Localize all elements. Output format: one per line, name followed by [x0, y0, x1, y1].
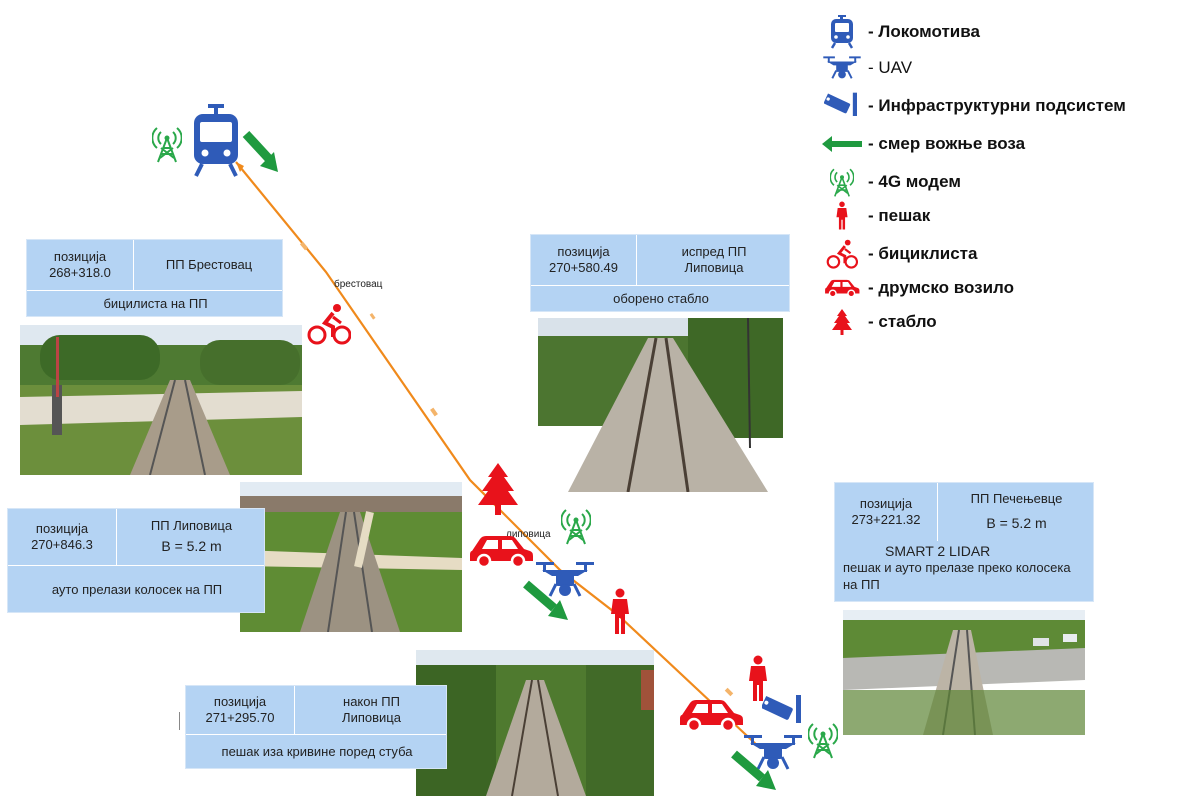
train-icon — [822, 15, 862, 49]
antenna-icon — [822, 165, 862, 199]
legend-item-pedestrian: - пешак — [822, 198, 930, 234]
legend-item-direction: - смер вожње воза — [822, 126, 1025, 162]
info-card-lipovica: позиција 270+846.3 ПП Липовица B = 5.2 m… — [7, 508, 265, 613]
position-value: 273+221.32 — [851, 512, 921, 527]
legend-item-locomotive: - Локомотива — [822, 14, 980, 50]
map-label-lipovica: липовица — [506, 529, 551, 540]
place-cell: испред ПП Липовица — [637, 235, 791, 285]
antenna-map-icon-start — [152, 124, 182, 164]
legend-item-cyclist: - бициклиста — [822, 236, 977, 272]
map-label-brestovac: брестовац — [334, 279, 383, 290]
antenna-map-icon-end — [808, 720, 838, 760]
position-label: позиција — [859, 495, 913, 511]
position-value: 268+318.0 — [49, 265, 111, 280]
drone-map-icon-1 — [534, 560, 596, 600]
pedestrian-map-icon-2 — [745, 655, 771, 703]
legend-item-uav: - UAV — [822, 50, 912, 86]
info-card-pecenjevce: позиција 273+221.32 ПП Печењевце B = 5.2… — [834, 482, 1094, 602]
place-cell: ПП Печењевце B = 5.2 m — [938, 483, 1095, 541]
photo-lipovica-fallen-tree — [538, 318, 783, 492]
legend-label-locomotive: - Локомотива — [868, 22, 980, 41]
place-line-1: испред ПП — [681, 243, 747, 259]
direction-arrow-map-icon-3 — [730, 748, 780, 794]
crossing-width: B = 5.2 m — [986, 515, 1047, 532]
tree-map-icon — [478, 463, 518, 515]
antenna-map-icon-lipovica — [561, 506, 591, 546]
legend-label-vehicle: - друмско возило — [868, 278, 1015, 297]
legend-label-infrastructure: - Инфраструктурни подсистем — [868, 96, 1126, 115]
position-cell: позиција 271+295.70 — [186, 686, 294, 734]
position-label: позиција — [35, 520, 89, 536]
event-description: пешак иза кривине поред стуба — [221, 744, 413, 760]
bicycle-icon — [822, 237, 862, 271]
position-cell: позиција 273+221.32 — [835, 483, 937, 541]
position-cell: позиција 270+846.3 — [8, 509, 116, 565]
photo-pecenjevce-crossing — [843, 610, 1085, 735]
legend-label-cyclist: - бициклиста — [868, 244, 978, 263]
legend-item-infrastructure: - Инфраструктурни подсистем — [822, 88, 1126, 124]
system-name: SMART 2 LIDAR — [885, 543, 991, 559]
locomotive-map-icon — [192, 104, 240, 178]
place-line-2: Липовица — [684, 260, 744, 275]
event-description: пешак и ауто прелазе преко колосека на П… — [843, 560, 1071, 592]
position-value: 271+295.70 — [205, 710, 275, 725]
position-label: позиција — [557, 243, 610, 259]
green-arrow-icon — [822, 127, 862, 161]
camera-icon — [822, 89, 862, 123]
event-description: ауто прелази колосек на ПП — [51, 581, 223, 597]
place-cell: ПП Брестовац — [134, 240, 284, 290]
legend-item-tree: - стабло — [822, 304, 937, 340]
legend-label-direction: - смер вожње воза — [868, 134, 1026, 153]
camera-map-icon — [762, 693, 804, 729]
place-name: ПП Печењевце — [970, 491, 1063, 507]
place-name: ПП Липовица — [150, 518, 233, 534]
photo-lipovica-crossing — [240, 482, 462, 632]
event-description: бицилиста на ПП — [103, 296, 208, 312]
position-cell: позиција 268+318.0 — [27, 240, 133, 290]
info-card-brestovac: позиција 268+318.0 ПП Брестовац бицилист… — [26, 239, 283, 317]
legend-label-tree: - стабло — [868, 312, 937, 331]
position-label: позиција — [213, 693, 267, 709]
info-card-before-lipovica: позиција 270+580.49 испред ПП Липовица о… — [530, 234, 790, 312]
legend-label-modem: - 4G модем — [868, 172, 961, 191]
photo-brestovac-crossing — [20, 325, 302, 475]
legend-item-modem: - 4G модем — [822, 164, 961, 200]
place-line-1: након ПП — [343, 693, 400, 709]
legend-item-vehicle: - друмско возило — [822, 270, 1014, 306]
place-cell: након ПП Липовица — [295, 686, 448, 734]
pedestrian-icon — [822, 199, 862, 233]
place-name: ПП Брестовац — [165, 256, 253, 272]
crossing-width: B = 5.2 m — [161, 538, 222, 555]
drone-map-icon-2 — [742, 733, 804, 773]
car-icon — [822, 271, 862, 305]
place-line-2: Липовица — [342, 710, 401, 725]
event-description: оборено стабло — [613, 291, 709, 307]
place-cell: ПП Липовица B = 5.2 m — [117, 509, 266, 565]
tree-icon — [822, 305, 862, 339]
position-label: позиција — [53, 248, 107, 264]
car-map-icon-pecenjevce — [678, 697, 744, 733]
direction-arrow-map-icon-2 — [522, 578, 572, 624]
pedestrian-map-icon-1 — [607, 588, 633, 636]
legend-label-uav: - UAV — [868, 58, 913, 77]
direction-arrow-map-icon-1 — [240, 128, 284, 176]
card-tick — [179, 712, 180, 730]
position-cell: позиција 270+580.49 — [531, 235, 636, 285]
drone-icon — [822, 51, 862, 85]
info-card-after-lipovica: позиција 271+295.70 након ПП Липовица пе… — [185, 685, 447, 769]
car-map-icon-lipovica — [468, 533, 534, 569]
position-value: 270+846.3 — [31, 537, 93, 552]
photo-after-lipovica — [416, 650, 654, 796]
legend-label-pedestrian: - пешак — [868, 206, 931, 225]
bicycle-map-icon — [307, 303, 351, 345]
position-value: 270+580.49 — [548, 260, 619, 275]
